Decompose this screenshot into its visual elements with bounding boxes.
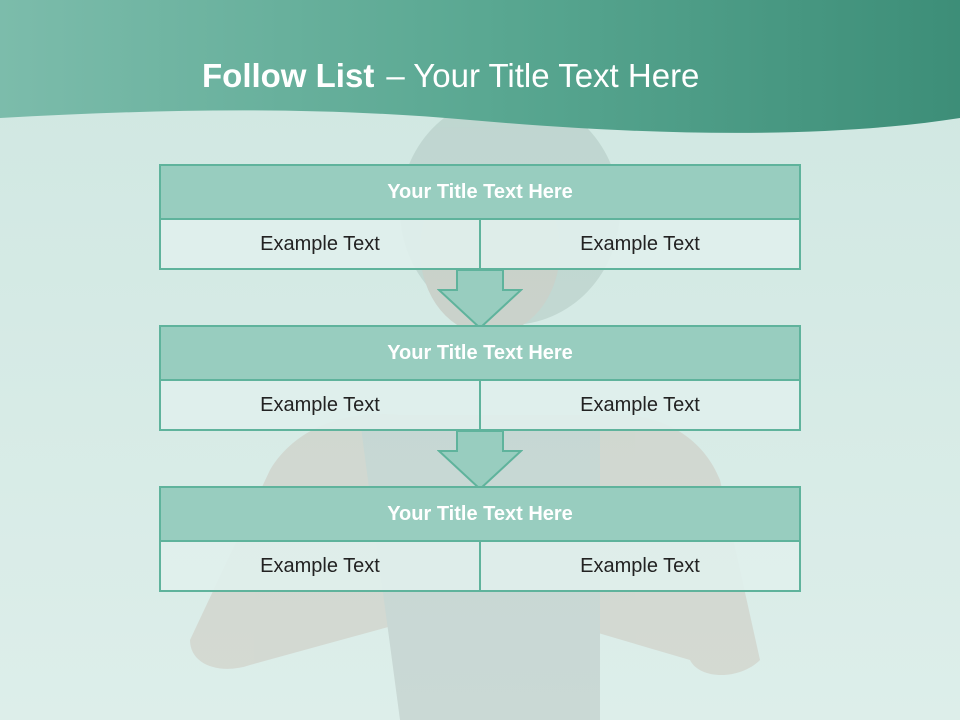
step-row: Example Text Example Text bbox=[159, 381, 801, 431]
page-title-rest: – Your Title Text Here bbox=[386, 57, 700, 94]
step-block-1: Your Title Text Here Example Text Exampl… bbox=[159, 164, 801, 270]
down-arrow-icon bbox=[437, 431, 523, 491]
step-title: Your Title Text Here bbox=[159, 486, 801, 542]
step-row: Example Text Example Text bbox=[159, 220, 801, 270]
step-cell-left: Example Text bbox=[159, 220, 481, 270]
down-arrow-icon bbox=[437, 270, 523, 330]
step-block-2: Your Title Text Here Example Text Exampl… bbox=[159, 325, 801, 431]
step-title: Your Title Text Here bbox=[159, 325, 801, 381]
step-cell-right: Example Text bbox=[481, 220, 801, 270]
page-title: Follow List – Your Title Text Here bbox=[202, 56, 699, 96]
step-cell-left: Example Text bbox=[159, 542, 481, 592]
step-row: Example Text Example Text bbox=[159, 542, 801, 592]
step-cell-right: Example Text bbox=[481, 381, 801, 431]
step-cell-right: Example Text bbox=[481, 542, 801, 592]
step-block-3: Your Title Text Here Example Text Exampl… bbox=[159, 486, 801, 592]
page-title-strong: Follow List bbox=[202, 57, 375, 94]
header-wave bbox=[0, 0, 960, 133]
step-cell-left: Example Text bbox=[159, 381, 481, 431]
step-title: Your Title Text Here bbox=[159, 164, 801, 220]
